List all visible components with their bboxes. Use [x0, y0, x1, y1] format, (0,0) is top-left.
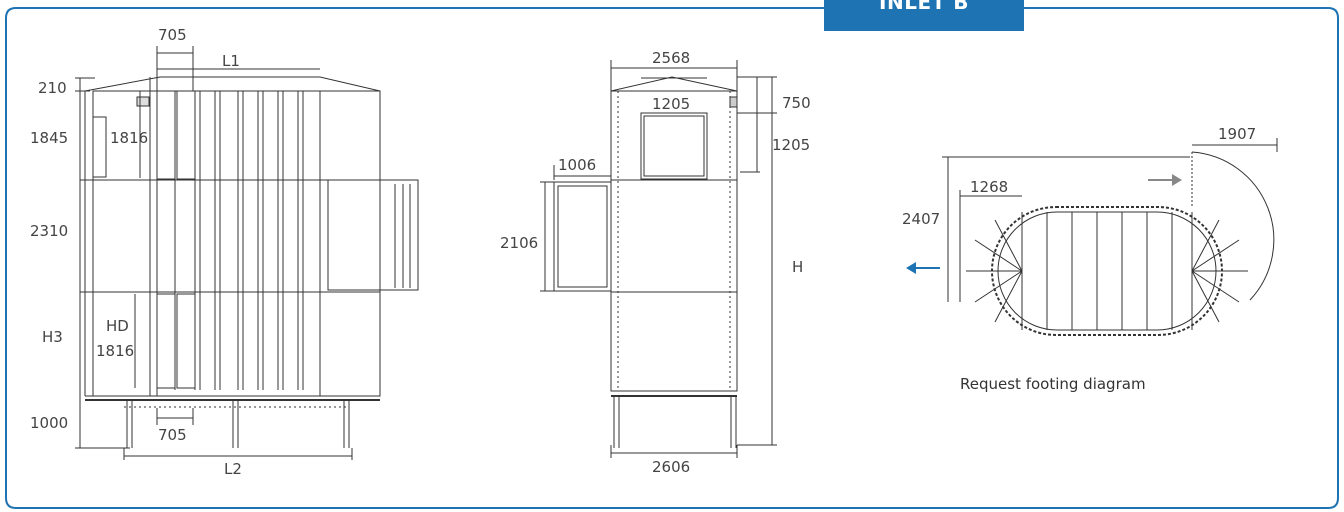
plan-width: 2407 — [902, 210, 940, 228]
side-view — [540, 60, 777, 458]
side-inlet-height: 2106 — [500, 234, 538, 252]
front-middle-height: 2310 — [30, 222, 68, 240]
front-bottom-width: 705 — [158, 426, 187, 444]
plan-view — [942, 138, 1278, 336]
frame-border — [5, 7, 1339, 509]
front-upper-door: 1816 — [110, 129, 148, 147]
side-base-width: 2606 — [652, 458, 690, 476]
side-total-height: H — [792, 258, 803, 276]
front-door-label: HD — [106, 317, 129, 335]
plan-radius: 1907 — [1218, 125, 1256, 143]
inlet-tab: INLET B — [824, 0, 1024, 31]
side-top-width: 2568 — [652, 49, 690, 67]
front-upper-height: 1845 — [30, 129, 68, 147]
front-base-length: L2 — [224, 460, 242, 478]
front-lower-height: H3 — [42, 328, 63, 346]
side-inner-width: 1205 — [652, 95, 690, 113]
plan-inner-length: 1268 — [970, 178, 1008, 196]
front-lower-door: 1816 — [96, 342, 134, 360]
side-panel-height: 1205 — [772, 136, 810, 154]
side-roof-height: 750 — [782, 94, 811, 112]
footing-note: Request footing diagram — [960, 375, 1146, 393]
side-inlet-width: 1006 — [558, 156, 596, 174]
front-leg-height: 1000 — [30, 414, 68, 432]
front-view — [75, 46, 419, 460]
inlet-tab-label: INLET B — [879, 0, 969, 14]
outlet-arrow — [906, 262, 940, 274]
front-top-width: 705 — [158, 26, 187, 44]
front-roof-height: 210 — [38, 79, 67, 97]
front-overall-length: L1 — [222, 52, 240, 70]
inlet-arrow — [1148, 174, 1182, 186]
